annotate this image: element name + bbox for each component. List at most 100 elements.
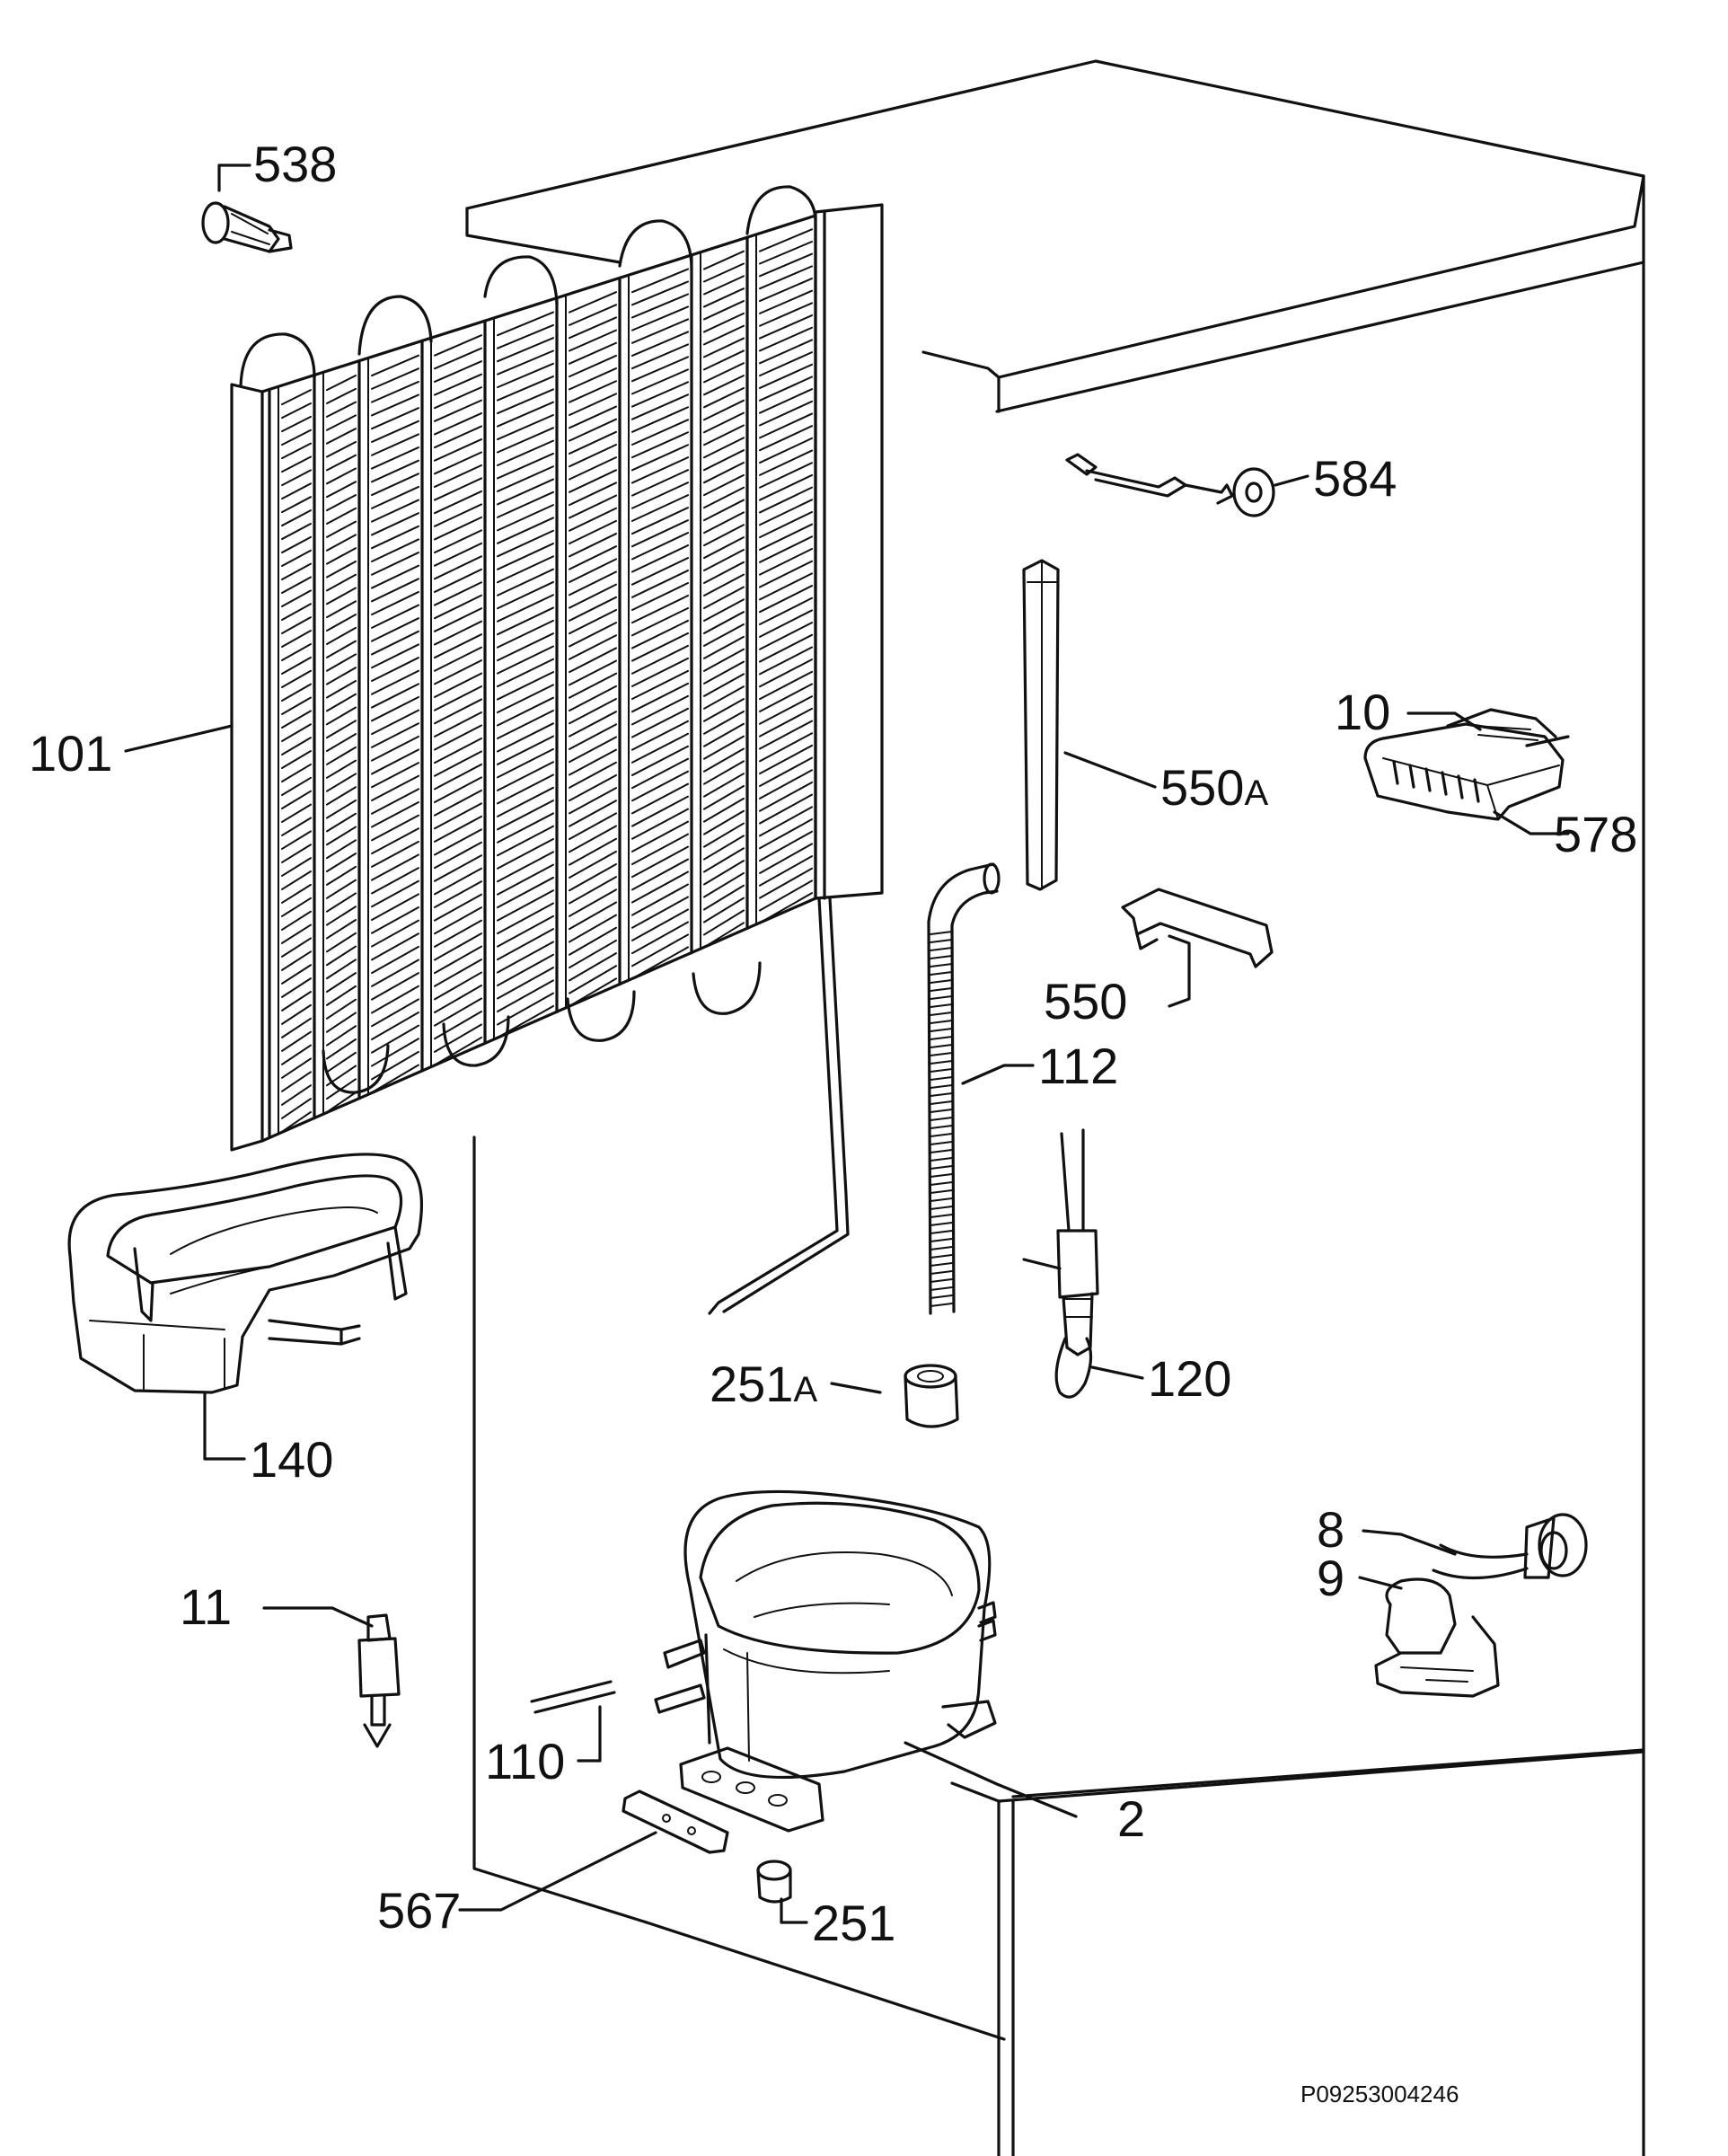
drawing-stroke	[281, 469, 312, 487]
drawing-stroke	[759, 510, 813, 539]
drawing-stroke	[759, 707, 813, 738]
drawing-stroke	[326, 1091, 357, 1113]
drawing-stroke	[703, 524, 745, 547]
drawing-stroke	[569, 545, 617, 570]
drawing-stroke	[281, 415, 312, 433]
drawing-stroke	[371, 1050, 419, 1081]
drawing-stroke	[703, 909, 745, 936]
compressor-2	[654, 1489, 997, 1833]
drawing-stroke	[371, 643, 419, 669]
drawing-stroke	[371, 485, 419, 509]
drawing-stroke	[434, 763, 482, 791]
drawing-stroke	[371, 630, 419, 656]
drawing-stroke	[631, 594, 689, 624]
drawing-stroke	[497, 311, 554, 337]
strip-550a	[1022, 559, 1060, 891]
drawing-stroke	[759, 720, 813, 750]
drawing-stroke	[497, 478, 554, 506]
drawing-stroke	[930, 1262, 953, 1267]
drawing-stroke	[759, 855, 813, 887]
drawing-stroke	[759, 252, 813, 278]
drawing-stroke	[930, 1270, 953, 1275]
clip-538	[201, 201, 293, 253]
valve-11	[357, 1613, 401, 1748]
drawing-stroke	[631, 356, 689, 383]
drawing-stroke	[371, 473, 419, 497]
drawing-stroke	[434, 412, 482, 436]
drawing-stroke	[281, 750, 312, 769]
drawing-stroke	[930, 1173, 953, 1178]
drawing-stroke	[569, 698, 617, 725]
drawing-stroke	[434, 815, 482, 843]
callout-9: 9	[1317, 1550, 1344, 1606]
callout-584: 584	[1313, 450, 1397, 507]
drawing-stroke	[434, 620, 482, 646]
drawing-stroke	[281, 656, 312, 676]
drawing-stroke	[631, 406, 689, 433]
drawing-stroke	[371, 499, 419, 523]
drawing-stroke	[497, 594, 554, 623]
drawing-stroke	[759, 572, 813, 601]
drawing-stroke	[569, 329, 617, 352]
drawing-stroke	[434, 919, 482, 948]
drawing-stroke	[631, 343, 689, 370]
drawing-stroke	[631, 469, 689, 497]
drawing-stroke	[371, 512, 419, 536]
drawing-stroke	[326, 520, 357, 538]
drawing-stroke	[434, 503, 482, 527]
drawing-stroke	[930, 1100, 953, 1105]
drawing-stroke	[497, 915, 554, 948]
drawing-stroke	[569, 634, 617, 660]
drawing-stroke	[326, 853, 357, 873]
drawing-stroke	[759, 596, 813, 626]
drawing-stroke	[434, 464, 482, 488]
drawing-stroke	[930, 1076, 953, 1081]
drawing-stroke	[497, 388, 554, 415]
drawing-stroke	[631, 570, 689, 598]
bracket-550	[1121, 888, 1274, 968]
drawing-stroke	[326, 693, 357, 712]
drawing-stroke	[371, 748, 419, 775]
drawing-stroke	[326, 626, 357, 645]
drawing-stroke	[434, 711, 482, 738]
drawing-stroke	[434, 425, 482, 449]
drawing-stroke	[759, 314, 813, 340]
drawing-stroke	[759, 806, 813, 837]
drawing-stroke	[930, 1125, 953, 1129]
drawing-stroke	[497, 465, 554, 492]
drawing-stroke	[759, 843, 813, 874]
drawing-stroke	[569, 773, 617, 802]
drawing-stroke	[434, 945, 482, 975]
drawing-stroke	[434, 646, 482, 672]
drawing-stroke	[371, 788, 419, 815]
drawing-stroke	[759, 449, 813, 476]
drawing-stroke	[569, 952, 617, 982]
callout-120: 120	[1148, 1350, 1231, 1407]
drawing-stroke	[759, 278, 813, 303]
drawing-stroke	[930, 1238, 953, 1242]
drawing-stroke	[497, 902, 554, 935]
drawing-stroke	[703, 722, 745, 747]
drawing-stroke	[326, 906, 357, 926]
drawing-stroke	[326, 573, 357, 592]
drawing-stroke	[434, 568, 482, 593]
drawing-stroke	[631, 720, 689, 751]
drawing-stroke	[569, 558, 617, 583]
drawing-stroke	[703, 312, 745, 333]
drawing-stroke	[703, 648, 745, 672]
drawing-stroke	[326, 959, 357, 980]
drawing-stroke	[569, 291, 617, 314]
drawing-stroke	[703, 473, 745, 497]
drawing-stroke	[281, 455, 312, 473]
drawing-stroke	[631, 757, 689, 790]
drawing-stroke	[930, 1165, 953, 1170]
drawing-stroke	[281, 790, 312, 809]
drawing-stroke	[497, 979, 554, 1012]
drawing-stroke	[371, 657, 419, 682]
drawing-stroke	[703, 561, 745, 585]
drawing-stroke	[631, 494, 689, 522]
drawing-stroke	[631, 795, 689, 827]
drawing-stroke	[631, 381, 689, 408]
drawing-stroke	[497, 349, 554, 376]
drawing-stroke	[434, 776, 482, 803]
